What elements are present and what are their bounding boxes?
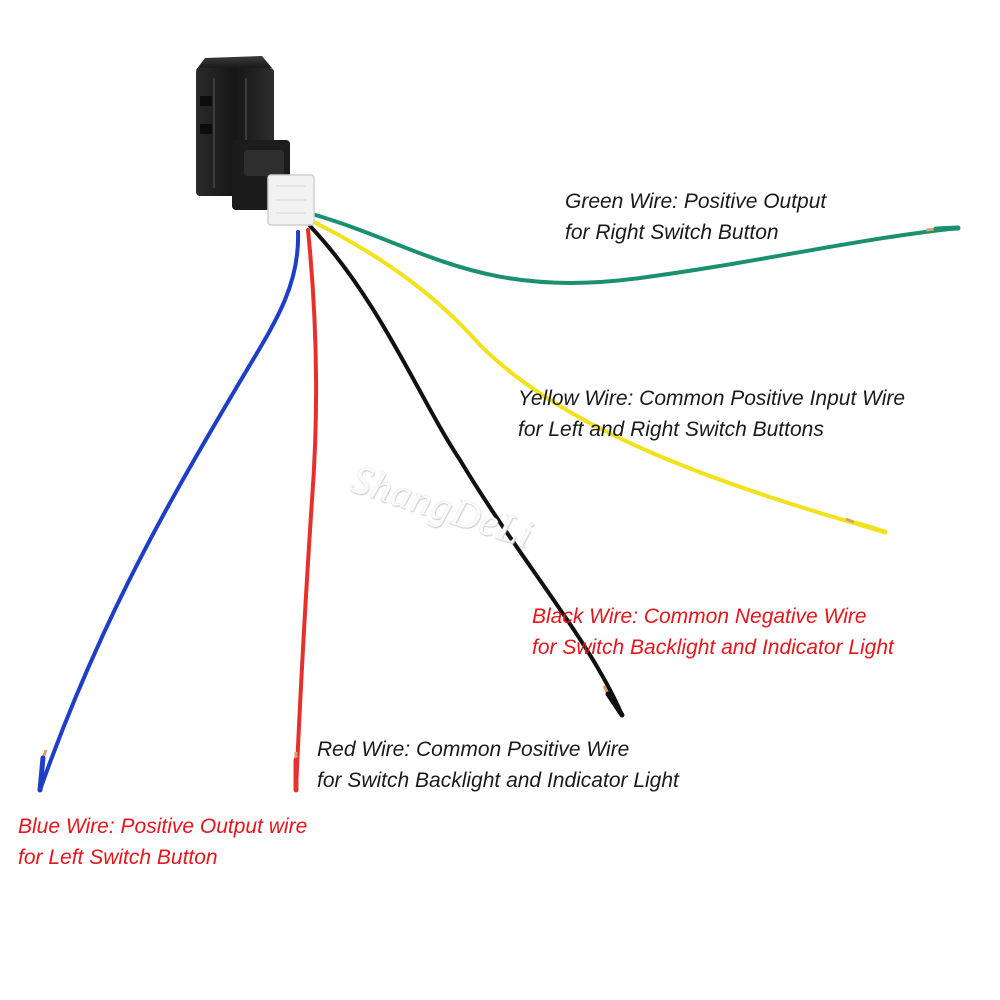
- blue-wire-label: Blue Wire: Positive Output wire for Left…: [18, 811, 307, 873]
- green-wire-label-line-2: for Right Switch Button: [565, 221, 779, 244]
- connector-top: [196, 56, 272, 70]
- blue-wire-tip: [37, 755, 46, 793]
- yellow-wire-tip: [853, 520, 888, 535]
- red-wire-label: Red Wire: Common Positive Wire for Switc…: [317, 734, 679, 796]
- yellow-wire-label-line-2: for Left and Right Switch Buttons: [518, 418, 824, 441]
- yellow-wire-label: Yellow Wire: Common Positive Input Wire …: [518, 383, 905, 445]
- red-wire-label-line-2: for Switch Backlight and Indicator Light: [317, 769, 679, 792]
- black-wire: [308, 224, 624, 717]
- yellow-wire-label-line-1: Yellow Wire: Common Positive Input Wire: [518, 387, 906, 410]
- switch-connector: [196, 56, 315, 226]
- green-wire-label-line-1: Green Wire: Positive Output: [565, 190, 827, 213]
- wire-group: [38, 212, 960, 792]
- black-wire-label: Black Wire: Common Negative Wire for Swi…: [532, 601, 894, 663]
- blue-wire-label-line-1: Blue Wire: Positive Output wire: [18, 815, 308, 838]
- blue-wire-label-line-2: for Left Switch Button: [18, 846, 218, 869]
- blue-wire: [38, 230, 301, 792]
- black-wire-tip: [605, 691, 625, 718]
- black-wire-label-line-2: for Switch Backlight and Indicator Light: [532, 636, 894, 659]
- green-wire-label: Green Wire: Positive Output for Right Sw…: [565, 186, 826, 248]
- black-wire-label-line-1: Black Wire: Common Negative Wire: [532, 605, 867, 628]
- red-wire-label-line-1: Red Wire: Common Positive Wire: [317, 738, 630, 761]
- red-wire: [294, 228, 319, 792]
- green-wire: [310, 212, 960, 286]
- green-wire-tip: [933, 225, 961, 232]
- yellow-wire: [310, 219, 887, 534]
